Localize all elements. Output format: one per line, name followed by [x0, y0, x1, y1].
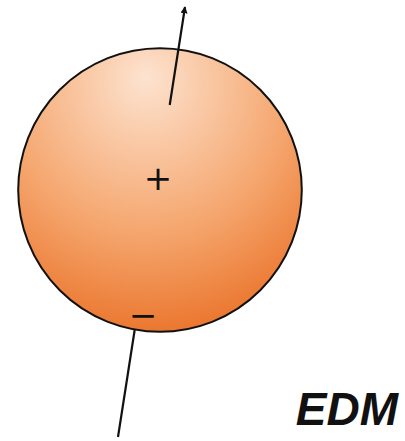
negative-sign: −	[129, 298, 158, 332]
positive-sign: +	[144, 161, 173, 195]
particle-sphere: +−	[17, 47, 303, 333]
dipole-arrow-lower	[118, 330, 135, 437]
title-label: EDM	[296, 386, 398, 432]
sphere-outline	[18, 48, 302, 332]
